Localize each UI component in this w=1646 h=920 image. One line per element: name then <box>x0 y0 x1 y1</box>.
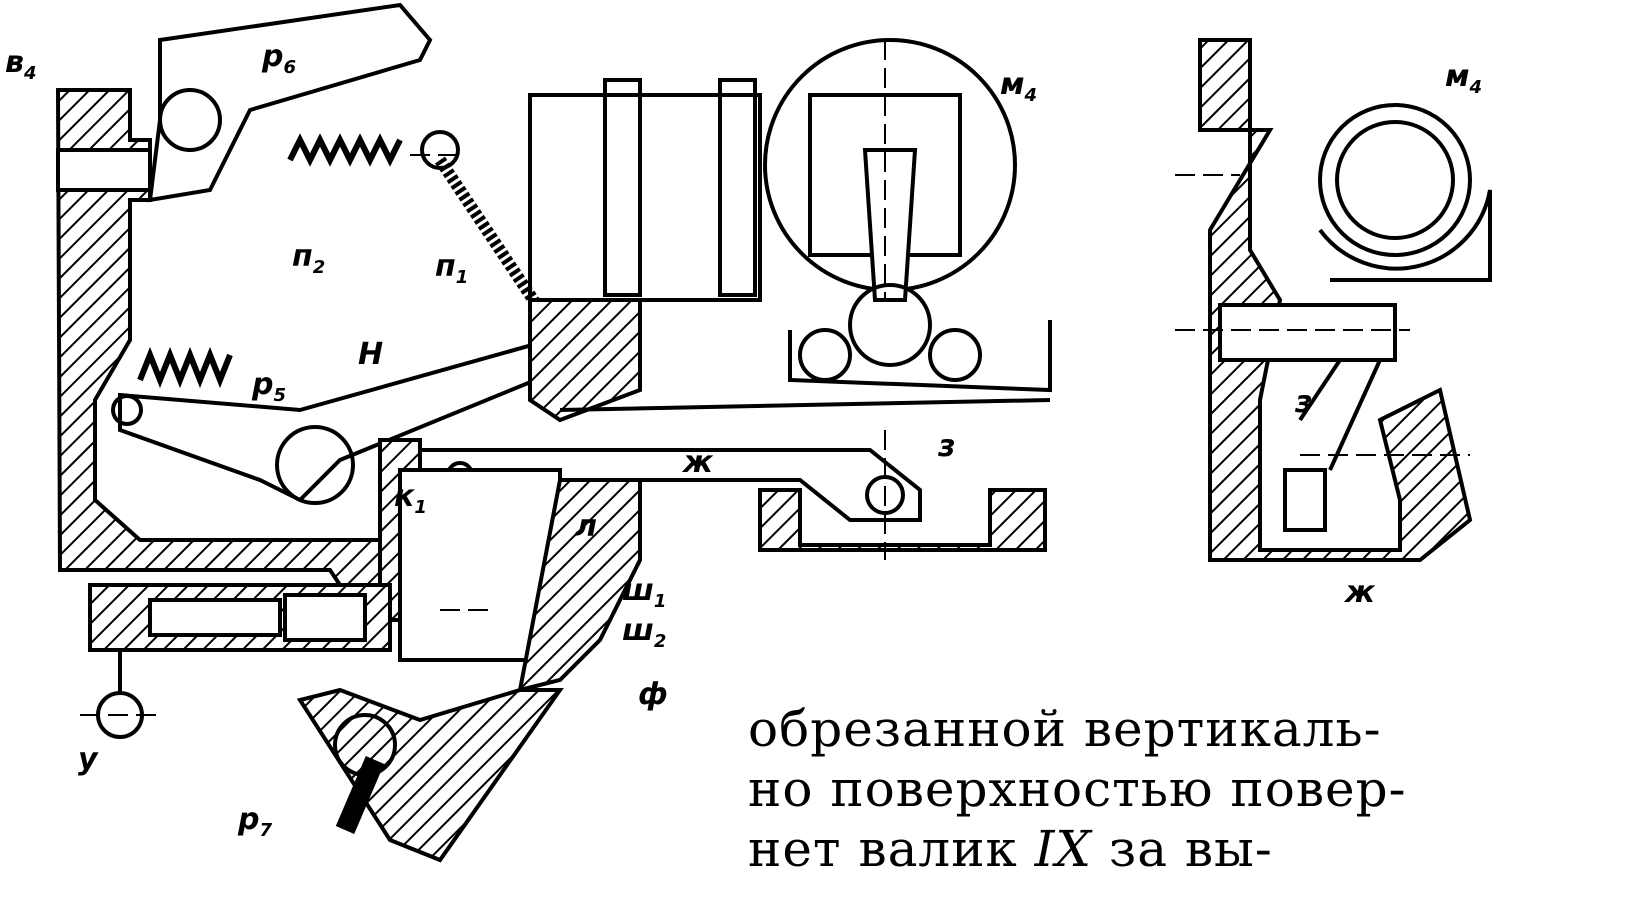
body-text-line-2: но поверхностью повер- <box>748 760 1407 818</box>
label-p6: р6 <box>262 39 297 78</box>
right-section <box>1198 38 1473 562</box>
label-l: л <box>575 509 597 544</box>
lever-p6 <box>147 2 433 203</box>
label-f: ф <box>638 677 668 712</box>
label-n2: п2 <box>292 239 326 278</box>
label-m4: м4 <box>1000 67 1038 106</box>
label-z-right: з <box>1295 385 1313 420</box>
label-p5: р5 <box>252 367 287 406</box>
label-n1: п1 <box>435 249 469 288</box>
label-p7: р7 <box>238 802 273 841</box>
label-z: з <box>938 429 956 464</box>
body-text-line-1: обрезанной вертикаль- <box>748 700 1382 758</box>
label-sh1: ш1 <box>622 573 667 612</box>
lever-p5 <box>118 337 563 503</box>
label-v4: в4 <box>5 45 37 84</box>
label-m4-right: м4 <box>1445 59 1483 98</box>
spring-n1 <box>435 156 565 344</box>
label-zh-right: ж <box>1345 575 1375 610</box>
label-u: у <box>78 742 98 777</box>
wheel-m4-right <box>1318 103 1472 257</box>
body-text-line-3: нет валик IX за вы- <box>748 820 1273 878</box>
label-H: Н <box>358 337 384 372</box>
label-zh: ж <box>683 445 713 480</box>
spring-upper <box>287 133 403 167</box>
label-sh2: ш2 <box>622 613 667 652</box>
label-k1: к1 <box>394 479 427 518</box>
spring-lower <box>137 346 233 389</box>
